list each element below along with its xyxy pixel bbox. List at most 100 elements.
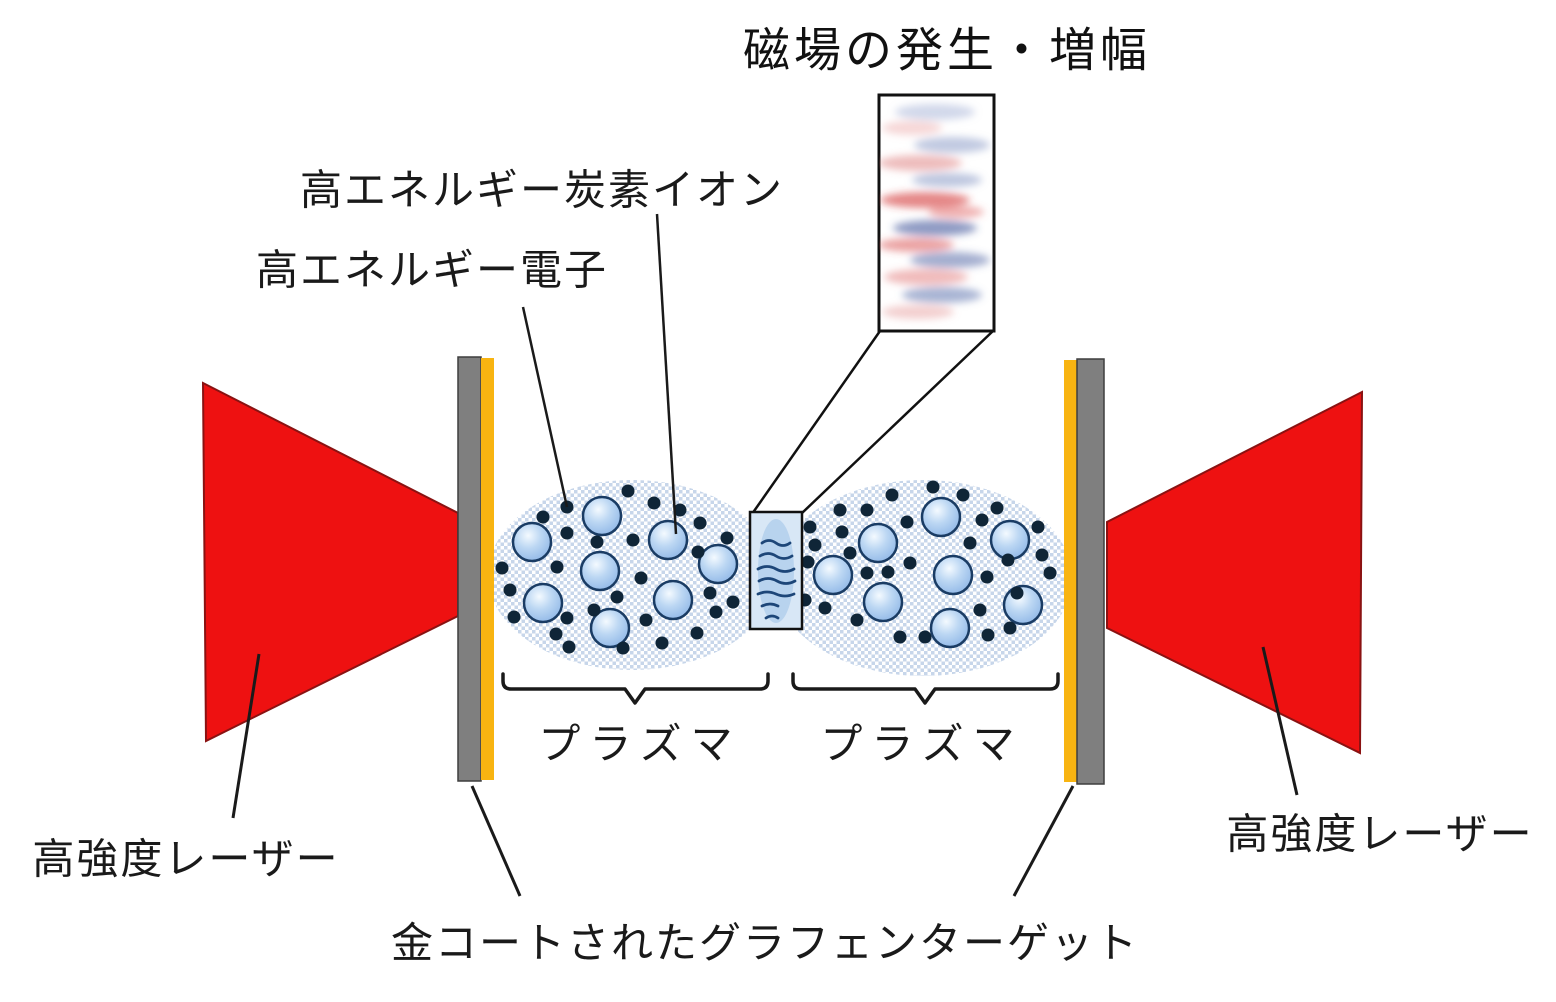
label-laser-left: 高強度レーザー: [32, 835, 340, 883]
electron: [1031, 520, 1045, 534]
electron: [709, 605, 723, 619]
electron: [900, 515, 914, 529]
electron: [860, 503, 874, 517]
electron: [808, 538, 822, 552]
electron: [801, 555, 815, 569]
label-plasma-right: プラズマ: [820, 720, 1024, 768]
electron: [926, 480, 940, 494]
laser-cone-left: [201, 381, 459, 743]
carbon-ion-circles: [511, 495, 1044, 649]
electron: [918, 630, 932, 644]
electron: [507, 610, 521, 624]
electron: [833, 503, 847, 517]
carbon-ion: [932, 554, 974, 596]
electron: [1043, 566, 1057, 580]
leader-laser-left: [231, 653, 261, 819]
electron: [693, 516, 707, 530]
target-gold-left: [481, 358, 494, 780]
inset-connector-right: [800, 330, 994, 515]
carbon-ion: [929, 607, 971, 649]
leader-carbon-ion: [655, 213, 678, 535]
leader-electron: [521, 306, 569, 508]
electron: [626, 533, 640, 547]
label-carbon-ion: 高エネルギー炭素イオン: [299, 166, 785, 214]
electron: [634, 571, 648, 585]
leader-target-right: [1012, 785, 1075, 897]
electron: [503, 583, 517, 597]
electron: [1001, 553, 1015, 567]
laser-cone-right: [1106, 390, 1364, 755]
carbon-ion: [522, 582, 564, 624]
carbon-ion: [511, 521, 553, 563]
electron: [550, 560, 564, 574]
electron: [616, 641, 630, 655]
target-graphene-right: [1076, 358, 1105, 785]
title-field-generation: 磁場の発生・増幅: [743, 25, 1151, 78]
bracket-plasma-left: [501, 672, 770, 705]
electron: [536, 510, 550, 524]
electron: [860, 566, 874, 580]
electron: [990, 501, 1004, 515]
inset-connector-left: [750, 330, 882, 515]
electron: [1010, 586, 1024, 600]
electron: [590, 535, 604, 549]
label-electron: 高エネルギー電子: [255, 246, 609, 294]
electron: [560, 611, 574, 625]
electron: [818, 601, 832, 615]
electron: [639, 613, 653, 627]
electron: [495, 561, 509, 575]
carbon-ion: [862, 581, 904, 623]
electron: [885, 488, 899, 502]
label-laser-right: 高強度レーザー: [1226, 810, 1534, 858]
electron: [549, 627, 563, 641]
carbon-ion: [857, 522, 899, 564]
electron: [647, 496, 661, 510]
leader-laser-right: [1261, 646, 1299, 796]
electron: [703, 586, 717, 600]
electron: [881, 565, 895, 579]
carbon-ion: [579, 550, 621, 592]
label-gold-target: 金コートされたグラフェンターゲット: [390, 919, 1140, 967]
field-interaction-box: [748, 510, 804, 631]
carbon-ion: [920, 496, 962, 538]
electron: [1003, 621, 1017, 635]
carbon-ion: [647, 519, 689, 561]
electron: [973, 603, 987, 617]
electron: [562, 640, 576, 654]
electron: [903, 556, 917, 570]
electron: [843, 546, 857, 560]
target-gold-right: [1064, 360, 1077, 782]
electron: [690, 626, 704, 640]
electron: [673, 503, 687, 517]
electron: [691, 545, 705, 559]
electron: [621, 484, 635, 498]
electron: [655, 636, 669, 650]
electron: [975, 513, 989, 527]
electron: [726, 595, 740, 609]
carbon-ion: [812, 554, 854, 596]
electron: [587, 603, 601, 617]
carbon-ion: [989, 519, 1031, 561]
carbon-ion: [697, 543, 739, 585]
electron: [720, 531, 734, 545]
electron: [835, 525, 849, 539]
electron: [560, 526, 574, 540]
carbon-ion: [581, 495, 623, 537]
electron: [1035, 548, 1049, 562]
carbon-ion: [652, 579, 694, 621]
electron: [963, 536, 977, 550]
electron: [893, 630, 907, 644]
target-graphene-left: [457, 356, 482, 782]
electron: [980, 570, 994, 584]
carbon-ion: [589, 607, 631, 649]
electron: [610, 590, 624, 604]
field-inset-image: [877, 93, 996, 333]
bracket-plasma-right: [791, 672, 1060, 705]
electron: [981, 628, 995, 642]
electron: [803, 520, 817, 534]
electron: [850, 613, 864, 627]
label-plasma-left: プラズマ: [538, 720, 742, 768]
electron-dots: [495, 480, 1057, 655]
